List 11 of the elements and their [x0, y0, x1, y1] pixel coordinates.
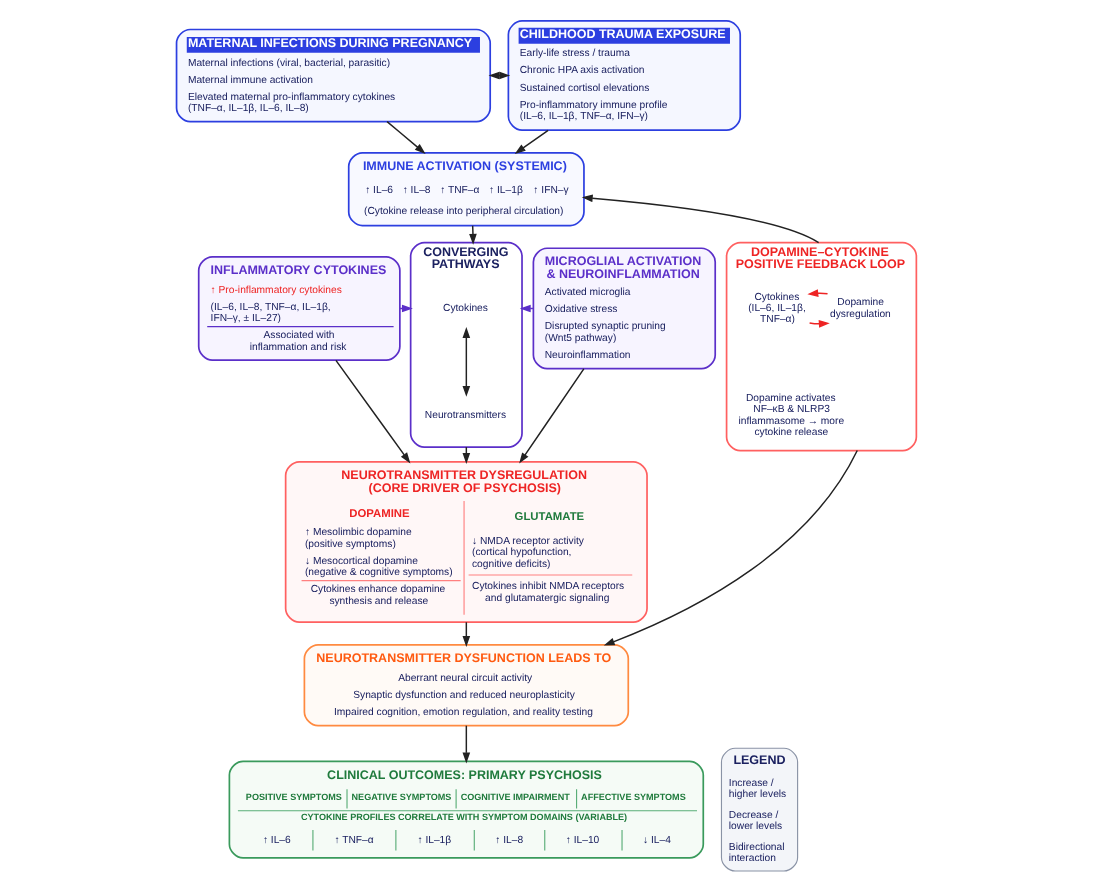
arrow	[334, 359, 410, 464]
arrow	[461, 327, 470, 397]
arrow	[518, 368, 584, 464]
arrow	[580, 194, 819, 244]
arrow	[461, 724, 470, 764]
arrow	[468, 225, 476, 245]
arrow	[513, 129, 548, 154]
arrow	[807, 320, 829, 328]
arrow	[385, 120, 425, 154]
arrow	[806, 289, 828, 297]
arrow	[602, 449, 857, 646]
